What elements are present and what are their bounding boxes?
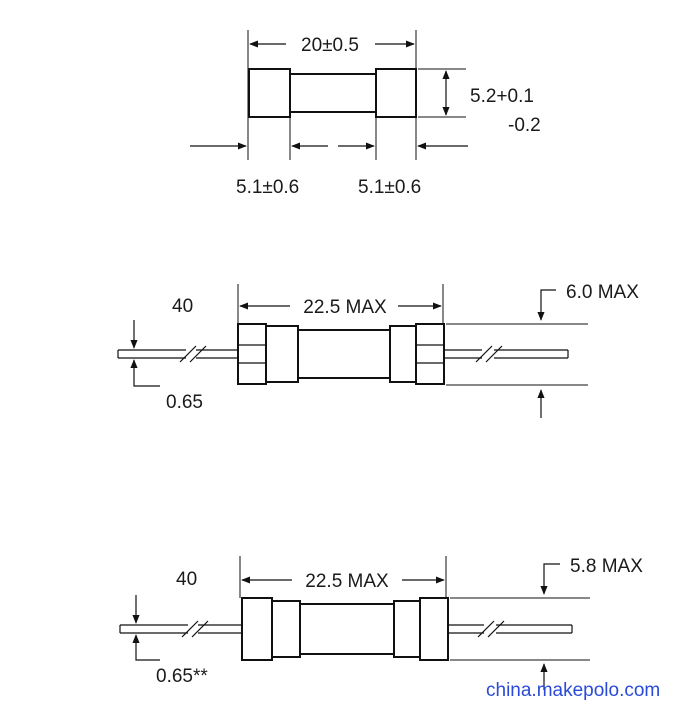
diameter-label: 5.8 MAX bbox=[570, 556, 643, 577]
body-length-label: 22.5 MAX bbox=[303, 297, 387, 318]
lead-diameter-label: 0.65** bbox=[156, 666, 208, 687]
fuse-bottom: 40 22.5 MAX 5.8 MAX 0.65** bbox=[119, 556, 643, 690]
break-mark-left bbox=[181, 620, 209, 638]
end-cap-left-inner bbox=[265, 325, 299, 383]
break-mark-left bbox=[179, 345, 207, 363]
lead-left bbox=[117, 349, 238, 359]
lead-diameter-label: 0.65 bbox=[166, 392, 203, 413]
end-cap-left-inner bbox=[271, 600, 301, 658]
end-cap-left bbox=[248, 68, 291, 118]
end-cap-left-outer bbox=[241, 597, 273, 661]
fuse-glass-body bbox=[295, 329, 393, 379]
end-cap-right bbox=[375, 68, 417, 118]
lead-right bbox=[444, 349, 569, 359]
diameter-label: 6.0 MAX bbox=[566, 282, 639, 303]
diameter-label: 5.2+0.1 bbox=[470, 86, 534, 107]
break-mark-right bbox=[475, 345, 503, 363]
end-cap-right-inner bbox=[389, 325, 417, 383]
cap-left-label: 5.1±0.6 bbox=[236, 177, 299, 198]
fuse-glass-body bbox=[287, 73, 379, 113]
break-mark-right bbox=[477, 620, 505, 638]
diameter-tolerance-label: -0.2 bbox=[508, 115, 541, 136]
lead-length-label: 40 bbox=[172, 296, 193, 317]
end-cap-right-outer bbox=[419, 597, 449, 661]
body-length-label: 22.5 MAX bbox=[305, 571, 389, 592]
lead-diameter-arrow-bottom bbox=[130, 359, 160, 387]
length-label: 20±0.5 bbox=[301, 35, 359, 56]
diameter-arrow-top bbox=[537, 289, 556, 321]
fuse-glass-body bbox=[297, 603, 397, 655]
fuse-middle: 40 22.5 MAX 6.0 MAX 0.65 bbox=[117, 282, 639, 418]
end-cap-left-outer bbox=[237, 323, 267, 385]
lead-length-label: 40 bbox=[176, 569, 197, 590]
end-cap-right-outer bbox=[415, 323, 445, 385]
lead-diameter-arrow-bottom bbox=[132, 634, 160, 661]
fuse-top: 20±0.5 5.2+0.1 -0.2 5.1±0.6 5.1±0.6 bbox=[190, 30, 541, 198]
diameter-arrow-top bbox=[540, 563, 560, 595]
end-cap-right-inner bbox=[393, 600, 421, 658]
cap-right-label: 5.1±0.6 bbox=[358, 177, 421, 198]
lead-right bbox=[448, 624, 573, 634]
watermark-text: china.makepolo.com bbox=[486, 680, 660, 701]
lead-left bbox=[119, 624, 242, 634]
